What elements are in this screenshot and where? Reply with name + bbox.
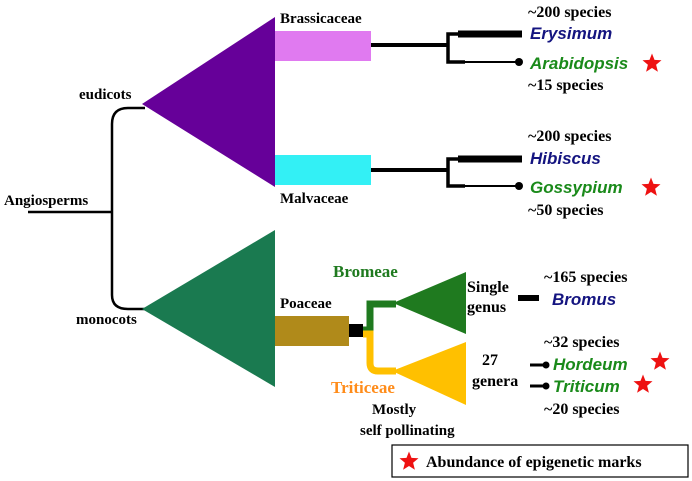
triticum-count: ~20 species (544, 401, 619, 418)
single-genus-line1: Single (467, 279, 509, 296)
mostly-label: Mostly (372, 402, 417, 418)
bromus-label: Bromus (552, 290, 616, 309)
bromus-count: ~165 species (544, 269, 627, 286)
brassicaceae-branches (371, 30, 522, 64)
hibiscus-label: Hibiscus (530, 149, 601, 168)
poaceae-label: Poaceae (280, 296, 332, 312)
angiosperms-label: Angiosperms (4, 193, 88, 209)
bromeae-branch (363, 300, 396, 334)
star-icon (641, 177, 661, 196)
triticum-label: Triticum (553, 377, 620, 396)
monocots-label: monocots (76, 312, 137, 328)
gossypium-label: Gossypium (530, 178, 623, 197)
gossypium-node (515, 182, 523, 190)
legend-box (391, 444, 689, 478)
star-icon (642, 53, 662, 72)
legend-star-icon (399, 451, 419, 470)
malvaceae-label: Malvaceae (280, 191, 349, 207)
bromeae-label: Bromeae (333, 262, 398, 281)
triticeae-label: Triticeae (331, 378, 395, 397)
hordeum-count: ~32 species (544, 334, 619, 351)
star-icon (633, 374, 653, 393)
malvaceae-bar (275, 155, 371, 185)
genera-count-line1: 27 (482, 352, 498, 369)
bromeae-triangle (393, 272, 466, 334)
star-icon (650, 351, 670, 370)
legend: Abundance of epigenetic marks (391, 444, 689, 478)
gossypium-count: ~50 species (528, 202, 603, 219)
monocots-triangle (142, 230, 275, 387)
hibiscus-count: ~200 species (528, 128, 611, 145)
arabidopsis-node (515, 58, 523, 66)
poaceae-bar (275, 316, 349, 346)
brassicaceae-bar (275, 31, 371, 61)
erysimum-label: Erysimum (530, 24, 612, 43)
triticum-node (542, 382, 550, 390)
arabidopsis-label: Arabidopsis (529, 54, 628, 73)
malvaceae-branches (371, 155, 522, 188)
genera-count-line2: genera (472, 373, 518, 390)
poaceae-node (349, 324, 363, 337)
brassicaceae-label: Brassicaceae (280, 11, 362, 27)
eudicots-label: eudicots (79, 87, 132, 103)
self-pollinating-label: self pollinating (360, 423, 455, 439)
single-genus-line2: genus (467, 299, 506, 316)
triticeae-triangle (392, 342, 466, 405)
hordeum-node (542, 361, 550, 369)
hordeum-label: Hordeum (553, 355, 628, 374)
brassicaceae-triangle (142, 17, 275, 187)
tree-backbone (28, 106, 145, 311)
triticeae-branch (363, 330, 396, 375)
legend-text: Abundance of epigenetic marks (426, 454, 642, 471)
arabidopsis-count: ~15 species (528, 77, 603, 94)
erysimum-count: ~200 species (528, 4, 611, 21)
